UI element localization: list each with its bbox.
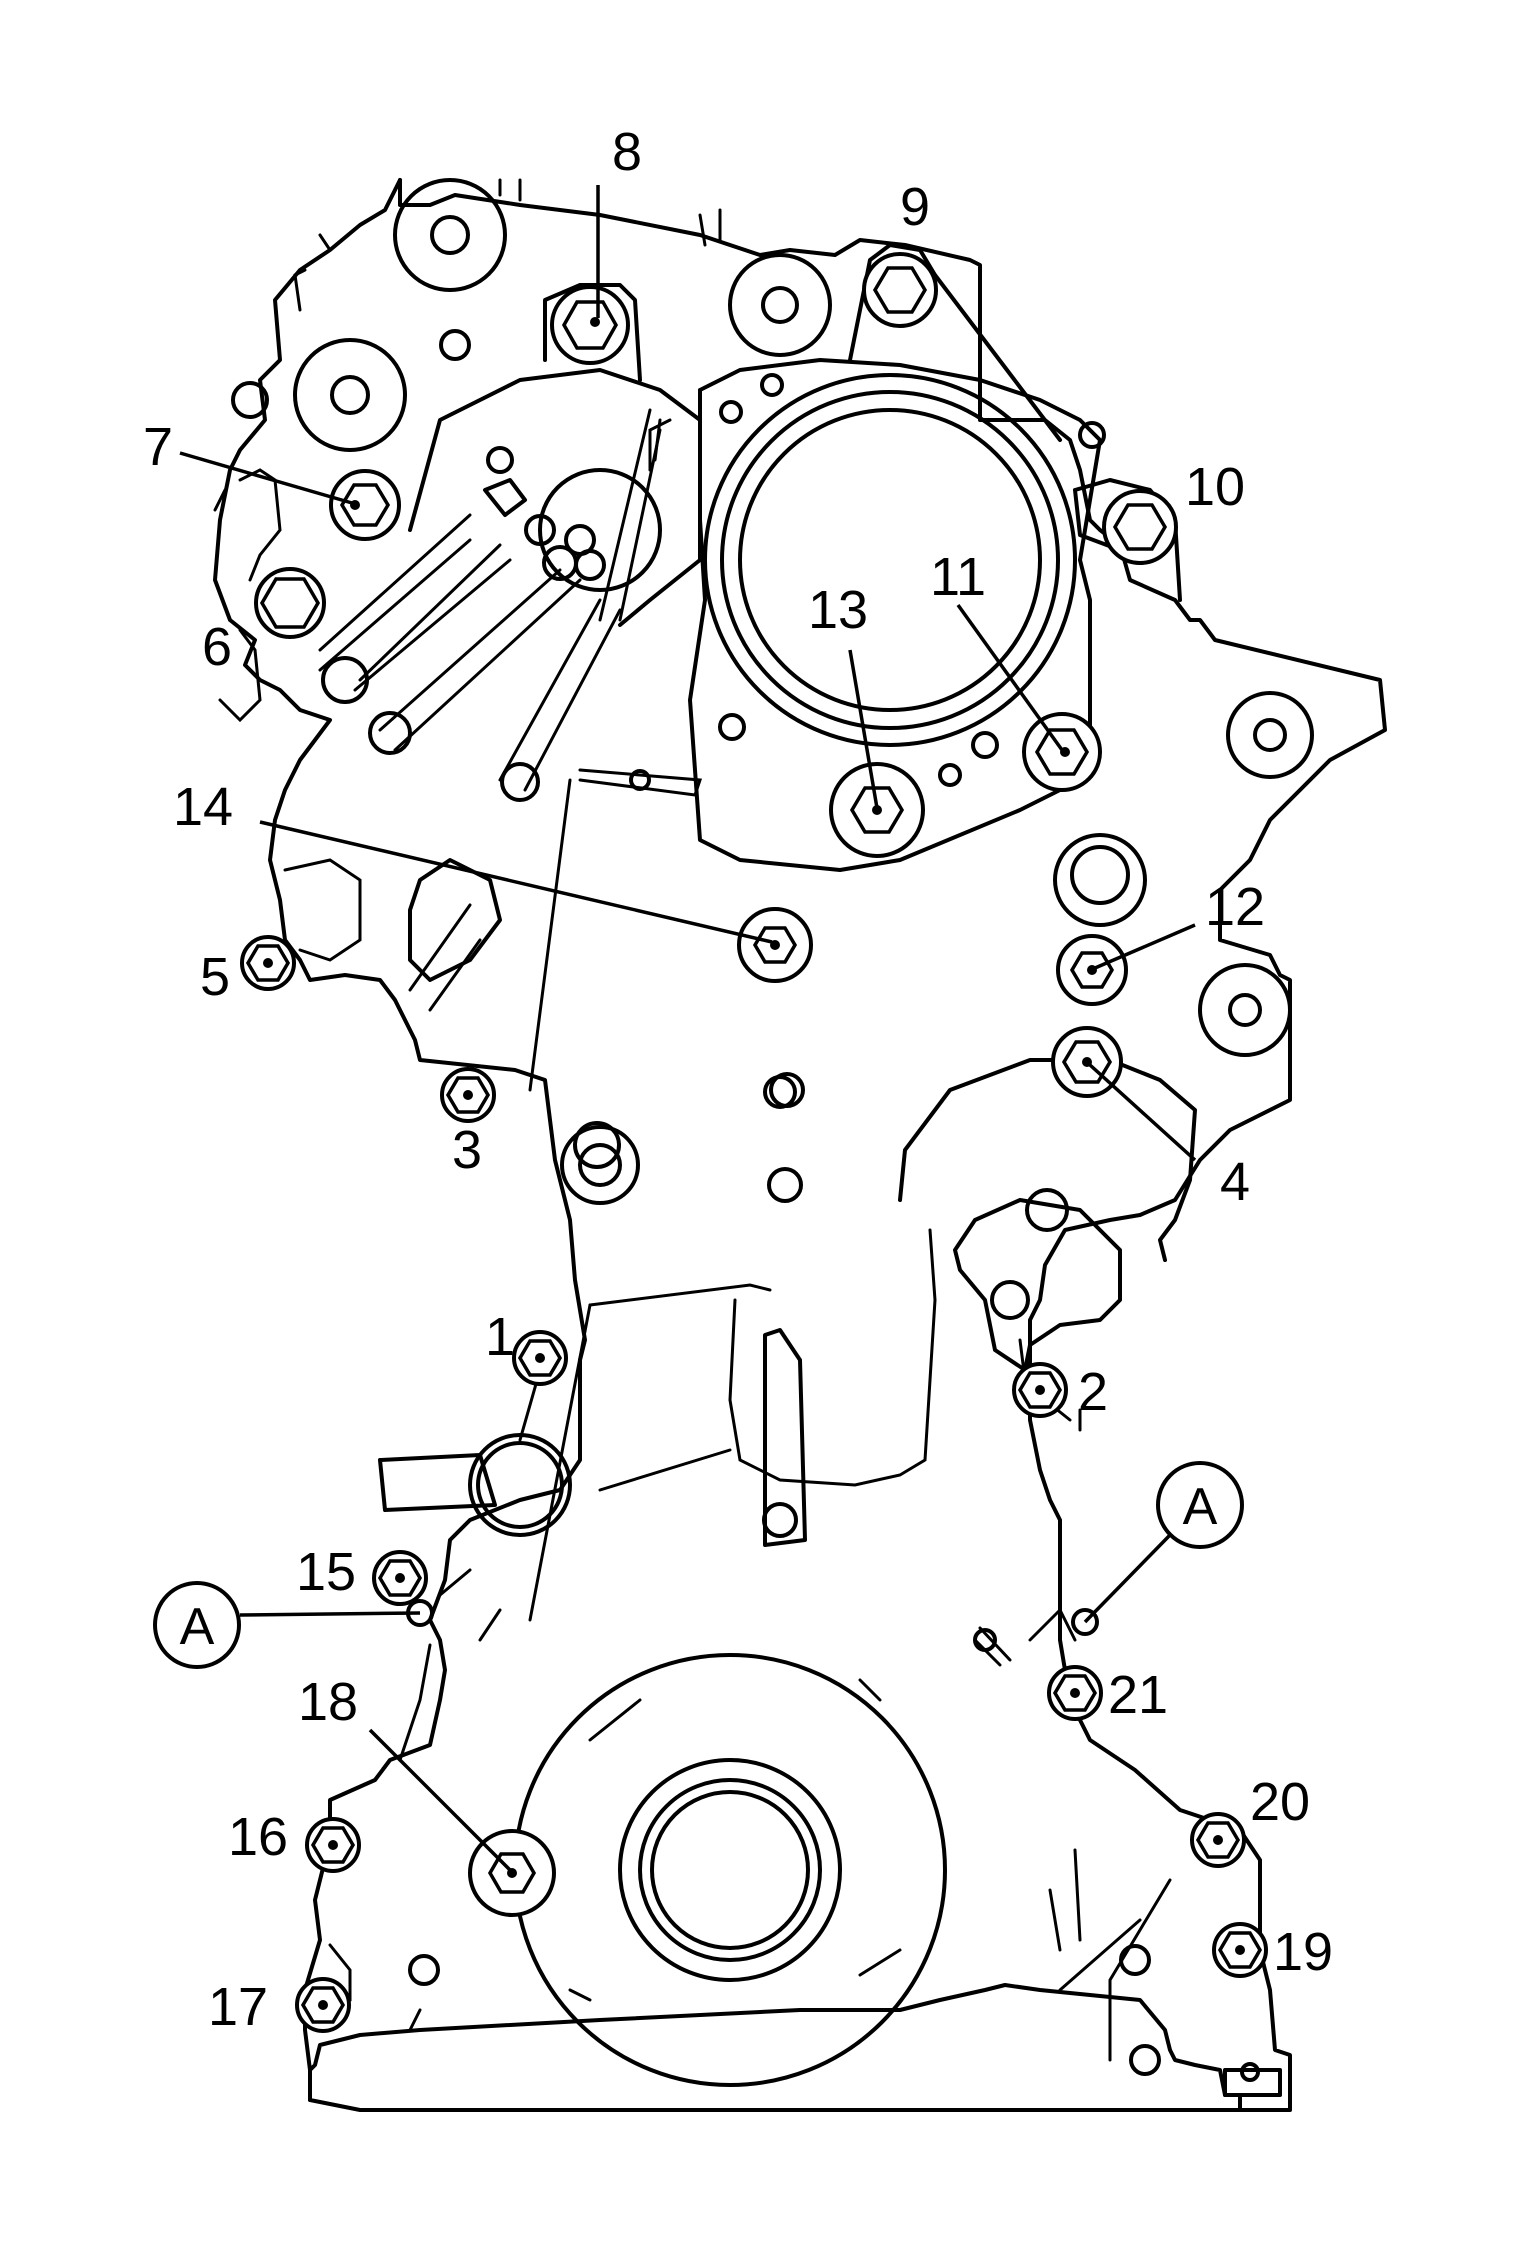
bolt-11 xyxy=(1022,712,1102,792)
callout-A-right: A xyxy=(1156,1461,1244,1549)
bolt-8 xyxy=(550,285,630,365)
leader-11 xyxy=(956,603,1064,752)
leader-lines xyxy=(179,185,1197,1872)
label-5: 5 xyxy=(200,947,230,1007)
bolt-17 xyxy=(295,1977,351,2033)
reference-callouts: A A xyxy=(153,1461,1244,1669)
callout-A-left-text: A xyxy=(180,1598,215,1656)
leader-13 xyxy=(848,649,879,809)
leader-7 xyxy=(179,451,353,505)
leader-12 xyxy=(1094,923,1196,970)
callout-A-right-text: A xyxy=(1183,1478,1218,1536)
bolt-5 xyxy=(240,935,296,991)
label-11: 11 xyxy=(930,547,986,607)
label-14: 14 xyxy=(173,777,233,837)
bolt-16 xyxy=(305,1817,361,1873)
bolts xyxy=(240,252,1268,2033)
label-15: 15 xyxy=(296,1542,356,1602)
inner-details xyxy=(231,178,1314,2097)
bolt-7 xyxy=(329,469,401,541)
label-12: 12 xyxy=(1205,877,1265,937)
label-21: 21 xyxy=(1108,1665,1168,1725)
label-8: 8 xyxy=(612,122,642,182)
bolt-13 xyxy=(829,762,925,858)
label-7: 7 xyxy=(143,417,173,477)
bolt-12 xyxy=(1056,934,1128,1006)
leader-A-left xyxy=(239,1611,421,1617)
bolt-10 xyxy=(1102,489,1178,565)
leader-4 xyxy=(1088,1063,1197,1162)
bolt-19 xyxy=(1212,1922,1268,1978)
label-10: 10 xyxy=(1185,457,1245,517)
label-1: 1 xyxy=(485,1307,515,1367)
leader-18 xyxy=(368,1728,512,1872)
bolt-1 xyxy=(512,1330,568,1386)
bolt-2 xyxy=(1012,1362,1068,1418)
label-9: 9 xyxy=(900,177,930,237)
label-18: 18 xyxy=(298,1672,358,1732)
bolt-15 xyxy=(372,1550,428,1606)
callout-A-left: A xyxy=(153,1581,241,1669)
label-17: 17 xyxy=(208,1977,268,2037)
leader-14 xyxy=(259,820,773,944)
bolt-21 xyxy=(1047,1665,1103,1721)
labels: 1 2 3 4 5 6 7 8 9 10 11 13 12 14 15 16 1… xyxy=(143,122,1333,2037)
bolt-6 xyxy=(254,567,326,639)
label-2: 2 xyxy=(1078,1362,1108,1422)
label-20: 20 xyxy=(1250,1772,1310,1832)
bolt-9 xyxy=(862,252,938,328)
label-19: 19 xyxy=(1273,1922,1333,1982)
label-3: 3 xyxy=(452,1120,482,1180)
label-16: 16 xyxy=(228,1807,288,1867)
leader-A-right xyxy=(1083,1533,1172,1624)
label-13: 13 xyxy=(808,580,868,640)
label-6: 6 xyxy=(202,617,232,677)
bolt-3 xyxy=(440,1067,496,1123)
bolt-14 xyxy=(737,907,813,983)
bolt-20 xyxy=(1190,1812,1246,1868)
label-4: 4 xyxy=(1220,1152,1250,1212)
